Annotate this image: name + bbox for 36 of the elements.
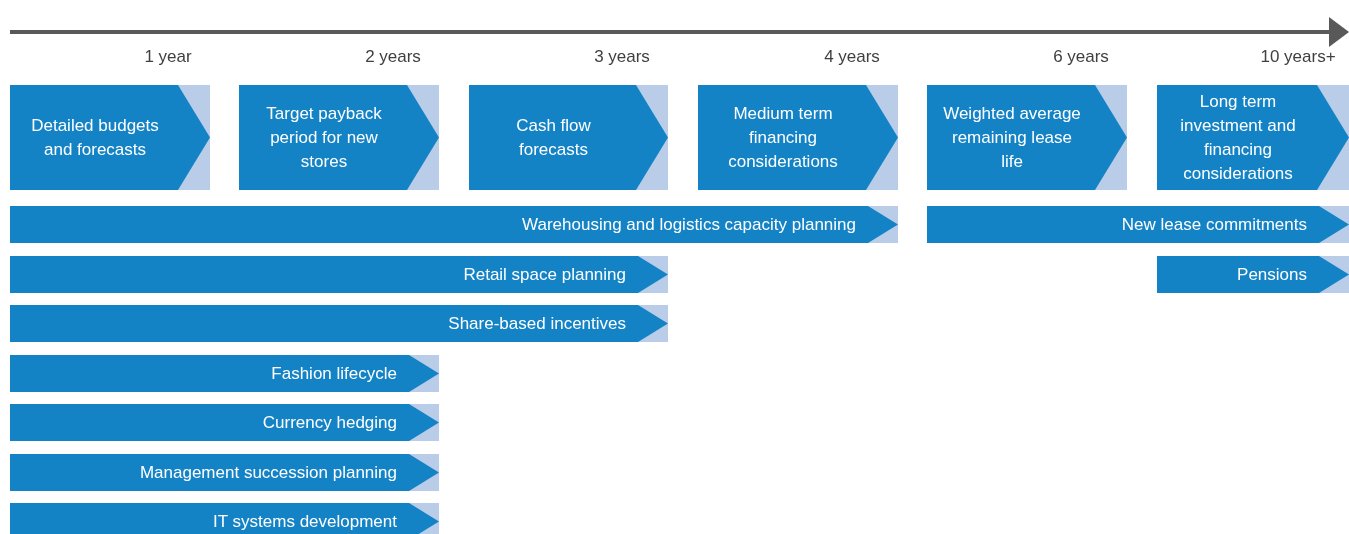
chevron-text: Management succession planning bbox=[139, 461, 397, 484]
chevron-bar bbox=[10, 454, 439, 491]
chevron-bar bbox=[10, 305, 668, 342]
chevron-text: Weighted average remaining lease life bbox=[942, 102, 1082, 173]
chevron-bar bbox=[1157, 256, 1349, 293]
chevron-text: Detailed budgets and forecasts bbox=[30, 114, 160, 161]
chevron-box bbox=[239, 85, 439, 190]
chevron-text: Retail space planning bbox=[463, 263, 626, 286]
chevron-box bbox=[927, 85, 1127, 190]
chevron-bar bbox=[10, 355, 439, 392]
time-tick-label: 3 years bbox=[594, 47, 650, 67]
chevron-text: Currency hedging bbox=[262, 411, 397, 434]
chevron-box bbox=[1157, 85, 1349, 190]
time-tick-label: 1 year bbox=[144, 47, 192, 67]
chevron-text: Fashion lifecycle bbox=[271, 362, 397, 385]
chevron-text: Long term investment and financing considerations bbox=[1179, 90, 1297, 185]
chevron-bar bbox=[927, 206, 1349, 243]
chevron-text: Pensions bbox=[1237, 263, 1307, 286]
time-tick-label: 2 years bbox=[365, 47, 421, 67]
chevron-text: Share-based incentives bbox=[448, 312, 626, 335]
time-tick-label: 6 years bbox=[1053, 47, 1109, 67]
chevron-bar bbox=[10, 256, 668, 293]
chevron-box bbox=[469, 85, 668, 190]
time-tick-label: 4 years bbox=[824, 47, 880, 67]
chevron-bar bbox=[10, 206, 898, 243]
chevron-text: New lease commitments bbox=[1121, 213, 1307, 236]
chevron-text: IT systems development bbox=[213, 510, 397, 533]
chevron-text: Medium term financing considerations bbox=[727, 102, 839, 173]
time-tick-label: 10 years+ bbox=[1260, 47, 1336, 67]
chevron-box bbox=[698, 85, 898, 190]
chevron-text: Target payback period for new stores bbox=[265, 102, 383, 173]
chevron-bar bbox=[10, 503, 439, 534]
chevron-box bbox=[10, 85, 210, 190]
chevron-text: Cash flow forecasts bbox=[515, 114, 592, 161]
chevron-text: Warehousing and logistics capacity planning bbox=[522, 213, 856, 236]
chevron-bar bbox=[10, 404, 439, 441]
